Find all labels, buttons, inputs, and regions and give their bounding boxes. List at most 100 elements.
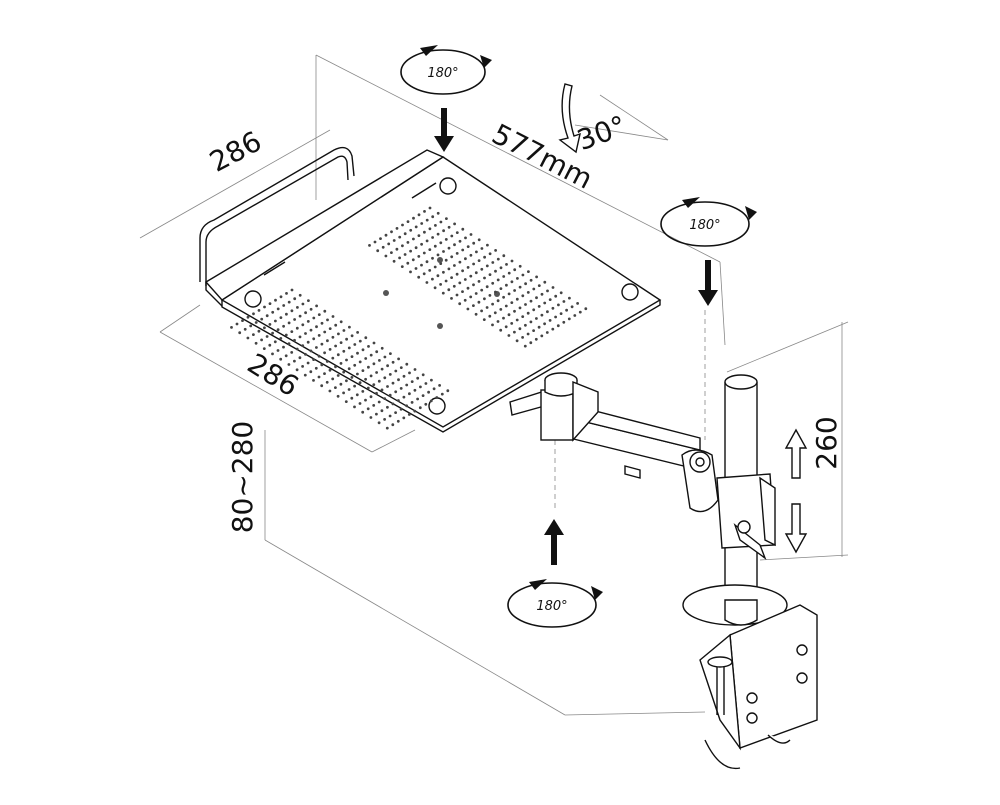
vent-hole <box>502 275 506 278</box>
vent-hole <box>337 332 340 336</box>
vent-hole <box>353 363 357 367</box>
vent-hole <box>425 260 429 264</box>
vent-hole <box>510 280 514 284</box>
vent-hole <box>252 333 255 336</box>
vent-hole <box>446 389 450 393</box>
vent-hole <box>323 330 327 334</box>
vent-hole <box>428 269 432 272</box>
vent-hole <box>368 244 371 247</box>
vent-hole <box>397 399 400 402</box>
vent-hole <box>350 334 354 338</box>
vent-hole <box>271 331 274 335</box>
vent-hole <box>392 259 396 263</box>
vent-hole <box>336 394 340 398</box>
vent-hole <box>420 263 423 267</box>
vent-hole <box>369 374 373 378</box>
vent-hole <box>315 304 318 308</box>
vent-hole <box>472 262 475 266</box>
vent-hole <box>510 322 514 325</box>
vent-hole <box>361 410 365 414</box>
vent-hole <box>307 299 310 302</box>
vent-hole <box>315 325 318 329</box>
vent-hole <box>369 416 373 419</box>
vent-hole <box>380 367 384 371</box>
vent-hole <box>306 340 310 344</box>
vent-hole <box>439 241 443 245</box>
vent-hole <box>464 236 467 240</box>
vent-hole <box>312 316 316 320</box>
vent-hole <box>385 426 389 430</box>
vent-hole <box>447 267 451 271</box>
vent-hole <box>431 277 434 281</box>
vent-hole <box>304 352 307 356</box>
vent-hole <box>347 367 351 371</box>
vent-hole <box>545 331 549 334</box>
vent-hole <box>399 366 403 369</box>
vent-hole <box>434 224 437 227</box>
vent-hole <box>414 267 418 270</box>
vent-hole <box>466 286 470 290</box>
vent-hole <box>265 335 269 338</box>
vent-hole <box>447 288 451 292</box>
vent-hole <box>529 278 533 282</box>
vent-hole <box>282 345 285 349</box>
vent-hole <box>406 261 410 265</box>
vent-hole <box>562 320 566 324</box>
vent-hole <box>358 402 362 405</box>
vent-hole <box>282 304 286 307</box>
vent-hole <box>373 240 377 244</box>
vent-hole <box>477 259 481 262</box>
vent-hole <box>361 369 365 372</box>
vent-hole <box>388 393 392 397</box>
vent-hole <box>440 392 444 396</box>
vent-hole <box>458 281 462 285</box>
vent-hole <box>428 206 432 210</box>
vent-hole <box>284 354 288 358</box>
vent-hole <box>474 292 478 295</box>
vent-hole <box>551 327 555 331</box>
vent-hole <box>317 354 321 358</box>
vent-hole <box>554 315 557 319</box>
vent-hole <box>431 236 434 239</box>
vent-hole <box>417 255 421 258</box>
vent-hole <box>436 232 440 236</box>
vent-hole <box>540 313 544 317</box>
vent-hole <box>344 400 348 403</box>
vent-hole <box>556 324 560 328</box>
vent-hole <box>418 406 422 410</box>
vent-hole <box>551 286 555 289</box>
vent-hole <box>455 252 459 255</box>
vent-hole <box>455 231 459 235</box>
vent-hole <box>287 300 291 304</box>
vent-hole <box>394 390 398 394</box>
vent-hole <box>414 246 418 250</box>
vent-hole <box>513 289 516 292</box>
vent-hole <box>483 255 486 259</box>
vent-hole <box>430 378 433 382</box>
vent-hole <box>433 286 437 290</box>
vent-hole <box>377 379 381 383</box>
vent-hole <box>516 277 519 280</box>
vent-hole <box>230 326 233 329</box>
vent-hole <box>273 340 277 344</box>
vent-hole <box>397 378 400 382</box>
vent-hole <box>559 312 563 315</box>
vent-hole <box>358 339 362 343</box>
vent-hole <box>301 365 304 368</box>
vent-hole <box>474 312 478 316</box>
vent-hole <box>390 251 393 255</box>
vent-hole <box>375 350 379 354</box>
vent-hole <box>303 373 307 377</box>
vent-hole <box>433 265 437 269</box>
vent-hole <box>276 328 280 332</box>
vent-hole <box>420 222 424 225</box>
vent-hole <box>428 248 432 252</box>
vent-hole <box>485 285 489 289</box>
vent-hole <box>403 232 407 236</box>
vent-hole <box>298 314 302 318</box>
vent-hole <box>279 337 283 340</box>
vent-hole <box>361 348 365 352</box>
vent-hole <box>515 318 519 322</box>
vent-hole <box>477 280 481 283</box>
